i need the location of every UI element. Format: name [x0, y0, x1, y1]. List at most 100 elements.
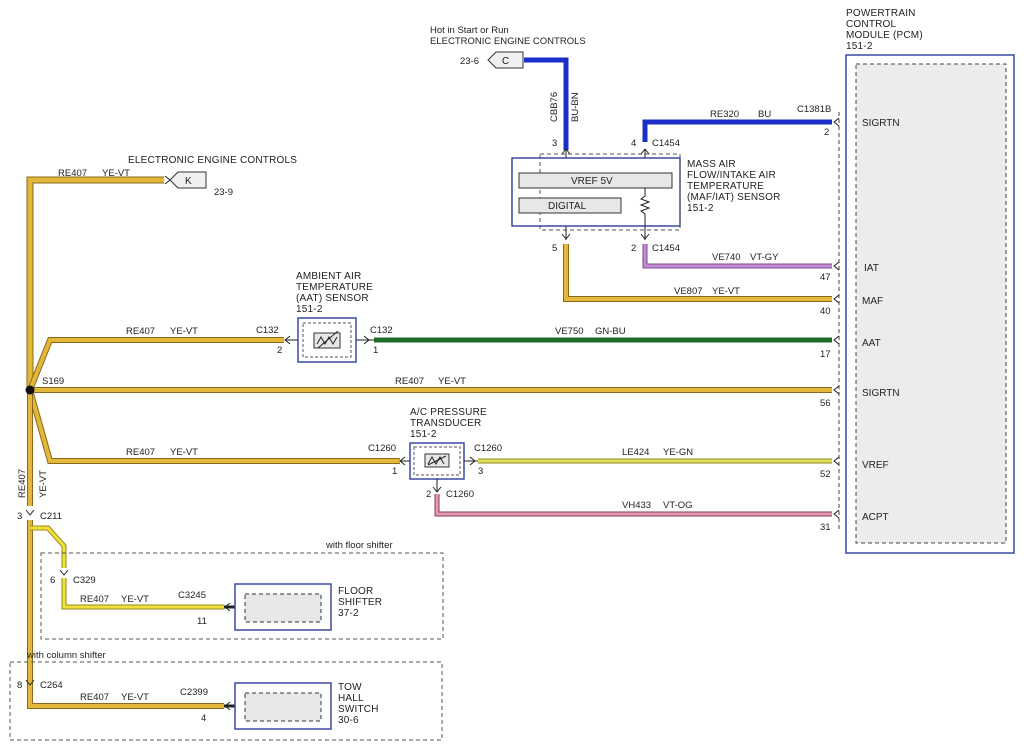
- wire-ve740-color: VT-GY: [750, 252, 779, 263]
- vert-wire-code: RE407: [17, 469, 28, 498]
- wire-re320-group: RE320 BU C1381B 2 SIGRTN: [642, 104, 900, 142]
- wire-vh433[interactable]: [435, 494, 832, 516]
- aat-title2: TEMPERATURE: [296, 282, 373, 293]
- floor-group-label: with floor shifter: [325, 540, 393, 551]
- wire-re320-conn: C1381B: [797, 104, 831, 115]
- floor-pin2: 11: [197, 616, 207, 627]
- pcm-pin-sigrtn-top: SIGRTN: [862, 118, 900, 129]
- acp-title1: A/C PRESSURE: [410, 407, 487, 418]
- wire-re407-column[interactable]: [28, 520, 224, 708]
- wire-ve750-code: VE750: [555, 326, 584, 337]
- wire-vh433-pin: 31: [820, 522, 831, 533]
- wire-ve750-pin: 17: [820, 349, 831, 360]
- aat-pin-l: 2: [277, 345, 282, 356]
- pin-arrow-cbb76: [561, 148, 571, 155]
- eec-k-title: ELECTRONIC ENGINE CONTROLS: [128, 155, 297, 166]
- floor-shifter-group: with floor shifter 6 C329 RE407 YE-VT C3…: [40, 540, 444, 640]
- pcm-inner: [855, 63, 1007, 544]
- wire-re320-code: RE320: [710, 109, 739, 120]
- maf-sensor-group: VREF 5V DIGITAL MASS AIR FLOW/INTAKE AIR…: [511, 138, 780, 254]
- wire-ve750-group: VE750 GN-BU 17 AAT: [374, 326, 881, 360]
- aat-pin-r: 1: [373, 345, 378, 356]
- pcm-title-line3: MODULE (PCM): [846, 30, 923, 41]
- pcm-pin-iat: IAT: [864, 263, 879, 274]
- vert-wire-color: YE-VT: [38, 470, 49, 498]
- wire-re407-acp[interactable]: [28, 389, 400, 463]
- wire-vh433-group: VH433 VT-OG 31 ACPT: [434, 494, 889, 533]
- column-shifter-zone: [9, 661, 443, 741]
- floor-color: YE-VT: [121, 594, 149, 605]
- wire-ve807[interactable]: [564, 244, 832, 301]
- aat-conn-l: C132: [256, 325, 279, 336]
- eec-k-group: ELECTRONIC ENGINE CONTROLS K 23-9 RE407 …: [58, 155, 297, 198]
- re407-trunk: S169: [25, 175, 832, 506]
- column-group-label: with column shifter: [26, 650, 106, 661]
- column-title2: HALL: [338, 693, 364, 704]
- maf-title3: TEMPERATURE: [687, 181, 764, 192]
- connector-k-tag[interactable]: [169, 171, 207, 189]
- wire-ve740-code: VE740: [712, 252, 741, 263]
- acp-title2: TRANSDUCER: [410, 418, 481, 429]
- wire-ve740-group: VE740 VT-GY 47 IAT: [642, 244, 879, 283]
- wire-vh433-color: VT-OG: [663, 500, 693, 511]
- maf-pin2: 2: [631, 243, 636, 254]
- wire-cbb76[interactable]: [524, 57, 569, 150]
- floor-title1: FLOOR: [338, 586, 373, 597]
- floor-conn: C329: [73, 575, 96, 586]
- pcm-pin-aat: AAT: [862, 338, 881, 349]
- column-shifter-group: with column shifter 8 C264 RE407 YE-VT C…: [9, 650, 443, 741]
- connector-c-letter: C: [502, 56, 509, 67]
- maf-pin5: 5: [552, 243, 557, 254]
- aat-title1: AMBIENT AIR: [296, 271, 361, 282]
- wire-ve740[interactable]: [643, 244, 832, 268]
- maf-vref-label: VREF 5V: [571, 176, 613, 187]
- maf-digital-block: [518, 197, 622, 214]
- wire-re407-floor-branch[interactable]: [30, 526, 66, 568]
- acp-color: YE-VT: [170, 447, 198, 458]
- acp-conn-r: C1260: [474, 443, 502, 454]
- wire-le424-color: YE-GN: [663, 447, 693, 458]
- acp-group: A/C PRESSURE TRANSDUCER 151-2 C1260 C126…: [126, 407, 502, 500]
- floor-shifter-zone: [40, 552, 444, 640]
- floor-title2: SHIFTER: [338, 597, 382, 608]
- aat-title4: 151-2: [296, 304, 323, 315]
- eec-k-color: YE-VT: [102, 168, 130, 179]
- acp-title3: 151-2: [410, 429, 437, 440]
- pin-arrow-c211: [25, 509, 35, 516]
- floor-conn2: C3245: [178, 590, 206, 601]
- wire-ve807-pin: 40: [820, 306, 831, 317]
- aat-sensor-group: AMBIENT AIR TEMPERATURE (AAT) SENSOR 151…: [126, 271, 393, 363]
- wire-re320[interactable]: [642, 119, 832, 142]
- floor-wire: RE407: [80, 594, 109, 605]
- aat-title3: (AAT) SENSOR: [296, 293, 369, 304]
- pcm-title-line4: 151-2: [846, 41, 873, 52]
- pcm-pin-acpt: ACPT: [862, 512, 889, 523]
- splice-s169[interactable]: [25, 385, 35, 395]
- column-conn: C264: [40, 680, 63, 691]
- wire-re407-k[interactable]: [27, 177, 164, 390]
- pcm-pin-vref: VREF: [862, 460, 889, 471]
- eec-k-wire: RE407: [58, 168, 87, 179]
- aat-wire: RE407: [126, 326, 155, 337]
- column-pin: 8: [17, 680, 22, 691]
- aat-conn-r: C132: [370, 325, 393, 336]
- wire-re407-aat[interactable]: [28, 338, 284, 391]
- maf-pin4: 4: [631, 138, 636, 149]
- wire-ve807-group: VE807 YE-VT 40 MAF: [563, 244, 883, 317]
- maf-title1: MASS AIR: [687, 159, 736, 170]
- connector-c-tag[interactable]: [487, 51, 524, 69]
- pcm-pin-maf: MAF: [862, 296, 883, 307]
- maf-sensor-box[interactable]: [511, 157, 681, 227]
- maf-vref-block: [518, 172, 673, 189]
- c211-conn: C211: [40, 511, 62, 522]
- pin-cbb76: 3: [552, 138, 557, 149]
- wire-re407-sigrtn-code: RE407: [395, 376, 424, 387]
- wire-re407-sigrtn-pin: 56: [820, 398, 831, 409]
- c211-pin: 3: [17, 511, 22, 522]
- wire-re407-k-edge: [26, 176, 164, 390]
- floor-pin: 6: [50, 575, 55, 586]
- top-conn-ref: 23-6: [460, 56, 479, 67]
- maf-conn-bot: C1454: [652, 243, 680, 254]
- wire-re407-floor[interactable]: [62, 578, 224, 609]
